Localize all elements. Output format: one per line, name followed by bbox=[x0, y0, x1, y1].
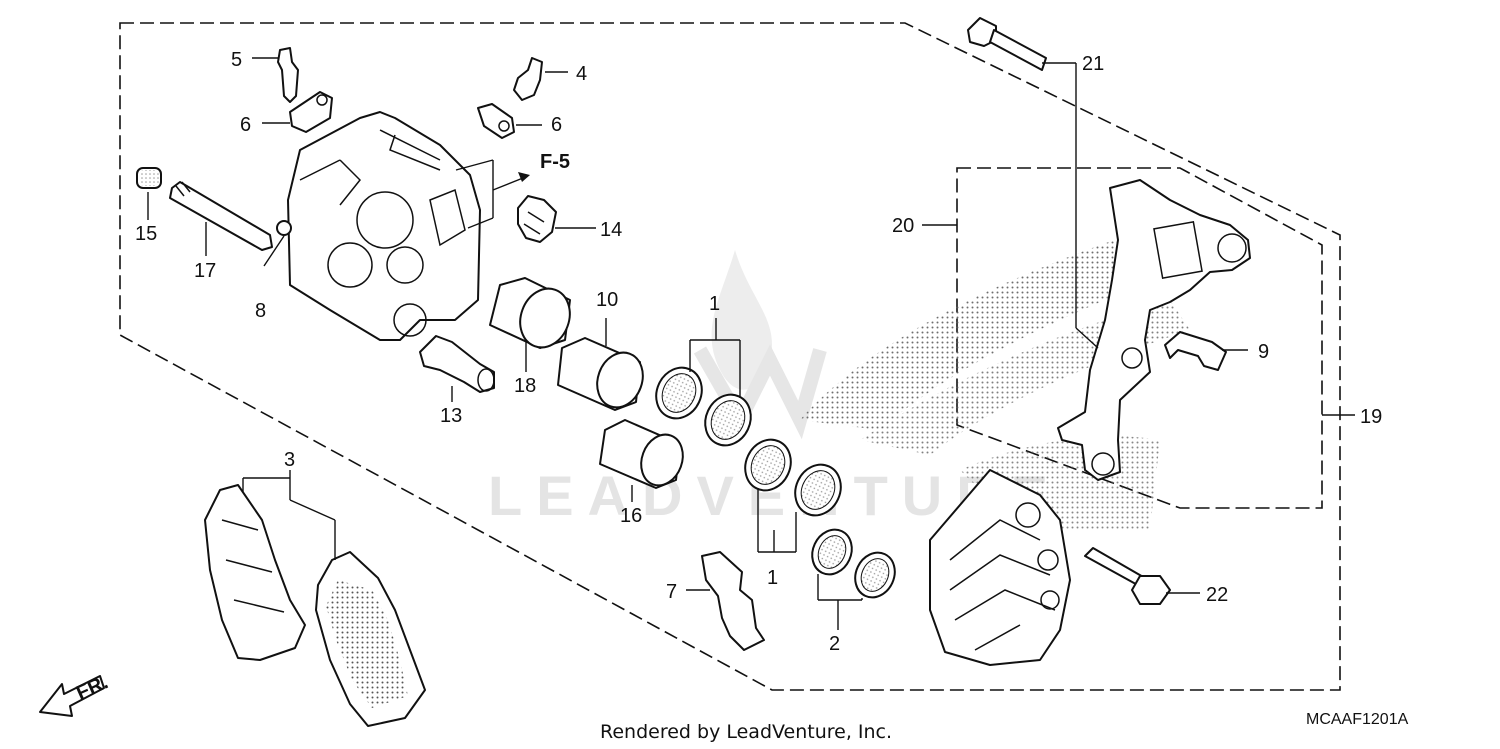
bleeder-cap-6-right[interactable] bbox=[477, 103, 515, 139]
cap-15[interactable] bbox=[136, 167, 162, 189]
callout-14: 14 bbox=[600, 219, 622, 241]
direction-label: FR. bbox=[73, 671, 111, 704]
callout-15: 15 bbox=[135, 223, 157, 245]
callout-19: 19 bbox=[1360, 406, 1382, 428]
callout-22: 22 bbox=[1206, 584, 1228, 606]
piston-16[interactable] bbox=[599, 419, 690, 491]
seal-1-c[interactable] bbox=[737, 432, 799, 498]
piston-10[interactable] bbox=[557, 337, 650, 414]
front-direction-arrow bbox=[39, 675, 105, 717]
callout-16: 16 bbox=[620, 505, 642, 527]
caliper-cover-22-area[interactable] bbox=[929, 469, 1071, 666]
brake-pad-3-right[interactable] bbox=[315, 551, 426, 727]
callout-6-right: 6 bbox=[551, 114, 562, 136]
seal-2-a[interactable] bbox=[805, 523, 859, 581]
reference-label: F-5 bbox=[540, 151, 570, 173]
bolt-22[interactable] bbox=[1084, 547, 1171, 605]
callout-6-left: 6 bbox=[240, 114, 251, 136]
bolt-21[interactable] bbox=[967, 17, 1047, 71]
callout-1-top: 1 bbox=[709, 293, 720, 315]
footer-credit: Rendered by LeadVenture, Inc. bbox=[600, 721, 892, 743]
callout-7: 7 bbox=[666, 581, 677, 603]
piston-18[interactable] bbox=[489, 277, 578, 354]
callout-9: 9 bbox=[1258, 341, 1269, 363]
pad-spring-7[interactable] bbox=[701, 551, 765, 651]
bleeder-cap-6-left[interactable] bbox=[289, 91, 333, 133]
callout-18: 18 bbox=[514, 375, 536, 397]
callout-4: 4 bbox=[576, 63, 587, 85]
seal-1-d[interactable] bbox=[787, 457, 849, 523]
callout-2: 2 bbox=[829, 633, 840, 655]
assembly-outline bbox=[119, 22, 1341, 691]
brake-pad-3-left[interactable] bbox=[204, 484, 306, 661]
diagram-code: MCAAF1201A bbox=[1306, 711, 1409, 728]
slide-pin-17[interactable] bbox=[169, 181, 273, 251]
seal-2-b[interactable] bbox=[848, 546, 902, 604]
callout-3: 3 bbox=[284, 449, 295, 471]
callout-17: 17 bbox=[194, 260, 216, 282]
callout-1-bottom: 1 bbox=[767, 567, 778, 589]
pin-bushing-13[interactable] bbox=[419, 335, 495, 393]
callout-10: 10 bbox=[596, 289, 618, 311]
seal-1-b[interactable] bbox=[697, 387, 759, 453]
bleeder-4[interactable] bbox=[513, 57, 543, 101]
caliper-body[interactable] bbox=[287, 111, 481, 341]
callout-13: 13 bbox=[440, 405, 462, 427]
leader-lines bbox=[147, 57, 1355, 630]
seal-1-a[interactable] bbox=[648, 360, 710, 426]
callout-20: 20 bbox=[892, 215, 914, 237]
boot-14[interactable] bbox=[517, 195, 557, 243]
retainer-clip-9[interactable] bbox=[1164, 331, 1227, 371]
callout-5: 5 bbox=[231, 49, 242, 71]
reference-arrow bbox=[455, 159, 530, 229]
washer-8[interactable] bbox=[276, 220, 292, 236]
bleeder-5[interactable] bbox=[277, 47, 299, 103]
bracket-20[interactable] bbox=[1057, 179, 1251, 481]
callout-8: 8 bbox=[255, 300, 266, 322]
callout-21: 21 bbox=[1082, 53, 1104, 75]
callouts: 1 1 2 3 4 5 6 6 7 8 9 10 13 14 15 16 17 … bbox=[73, 49, 1382, 705]
